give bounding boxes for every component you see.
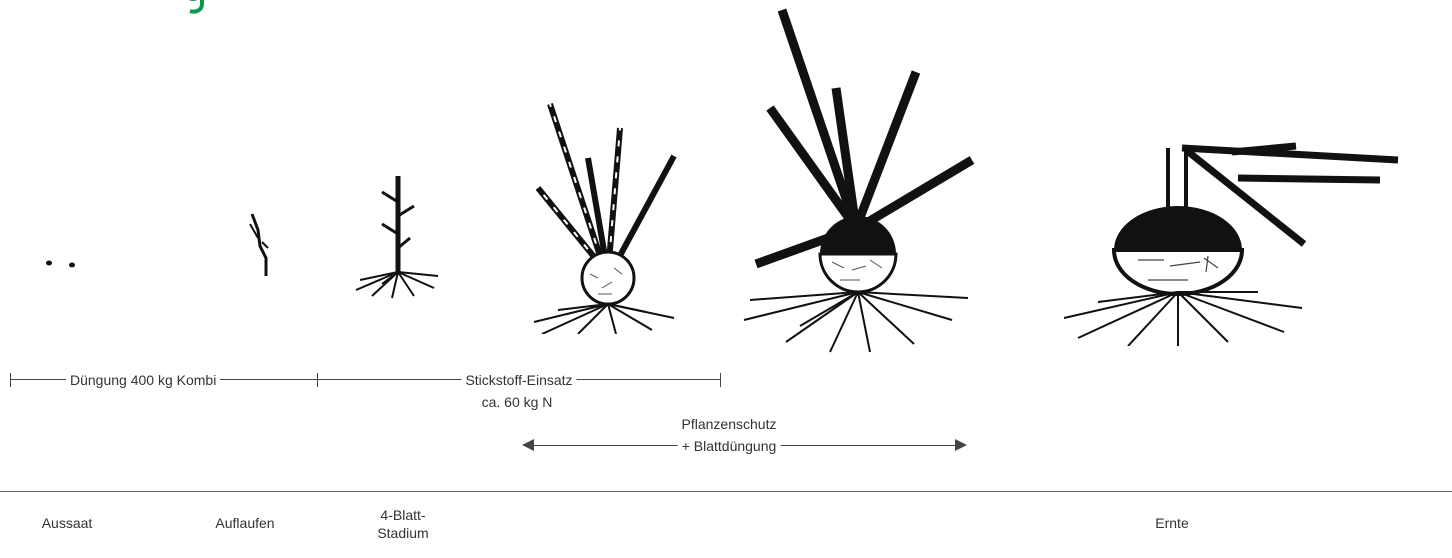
stage-label-vierblatt-line1: 4-Blatt- [377, 506, 428, 524]
growing-onion-illustration [740, 8, 976, 354]
title-fragment [178, 0, 208, 14]
stage-label-ernte: Ernte [1155, 514, 1188, 532]
timeline-rule [0, 491, 1452, 492]
pflanzenschutz-label-line1: Pflanzenschutz [682, 415, 777, 433]
seeds-illustration [40, 255, 80, 275]
pflanzenschutz-arrow-right-head [955, 439, 967, 451]
sprout-illustration [240, 212, 280, 280]
stickstoff-bracket-end-tick [720, 373, 721, 387]
stickstoff-label-line1: Stickstoff-Einsatz [461, 371, 576, 389]
stickstoff-label-line2: ca. 60 kg N [482, 393, 553, 411]
stage-label-vierblatt: 4-Blatt- Stadium [377, 506, 428, 542]
stage-label-vierblatt-line2: Stadium [377, 524, 428, 542]
duengung-label: Düngung 400 kg Kombi [66, 371, 220, 389]
stage-label-aussaat: Aussaat [42, 514, 93, 532]
stage-label-auflaufen: Auflaufen [215, 514, 274, 532]
young-onion-illustration [528, 98, 680, 334]
small-plant-illustration [352, 172, 444, 302]
pflanzenschutz-arrow-left-head [522, 439, 534, 451]
duengung-bracket-start-tick [10, 373, 11, 387]
mature-onion-illustration [1058, 142, 1406, 346]
pflanzenschutz-label-line2: + Blattdüngung [678, 437, 781, 455]
